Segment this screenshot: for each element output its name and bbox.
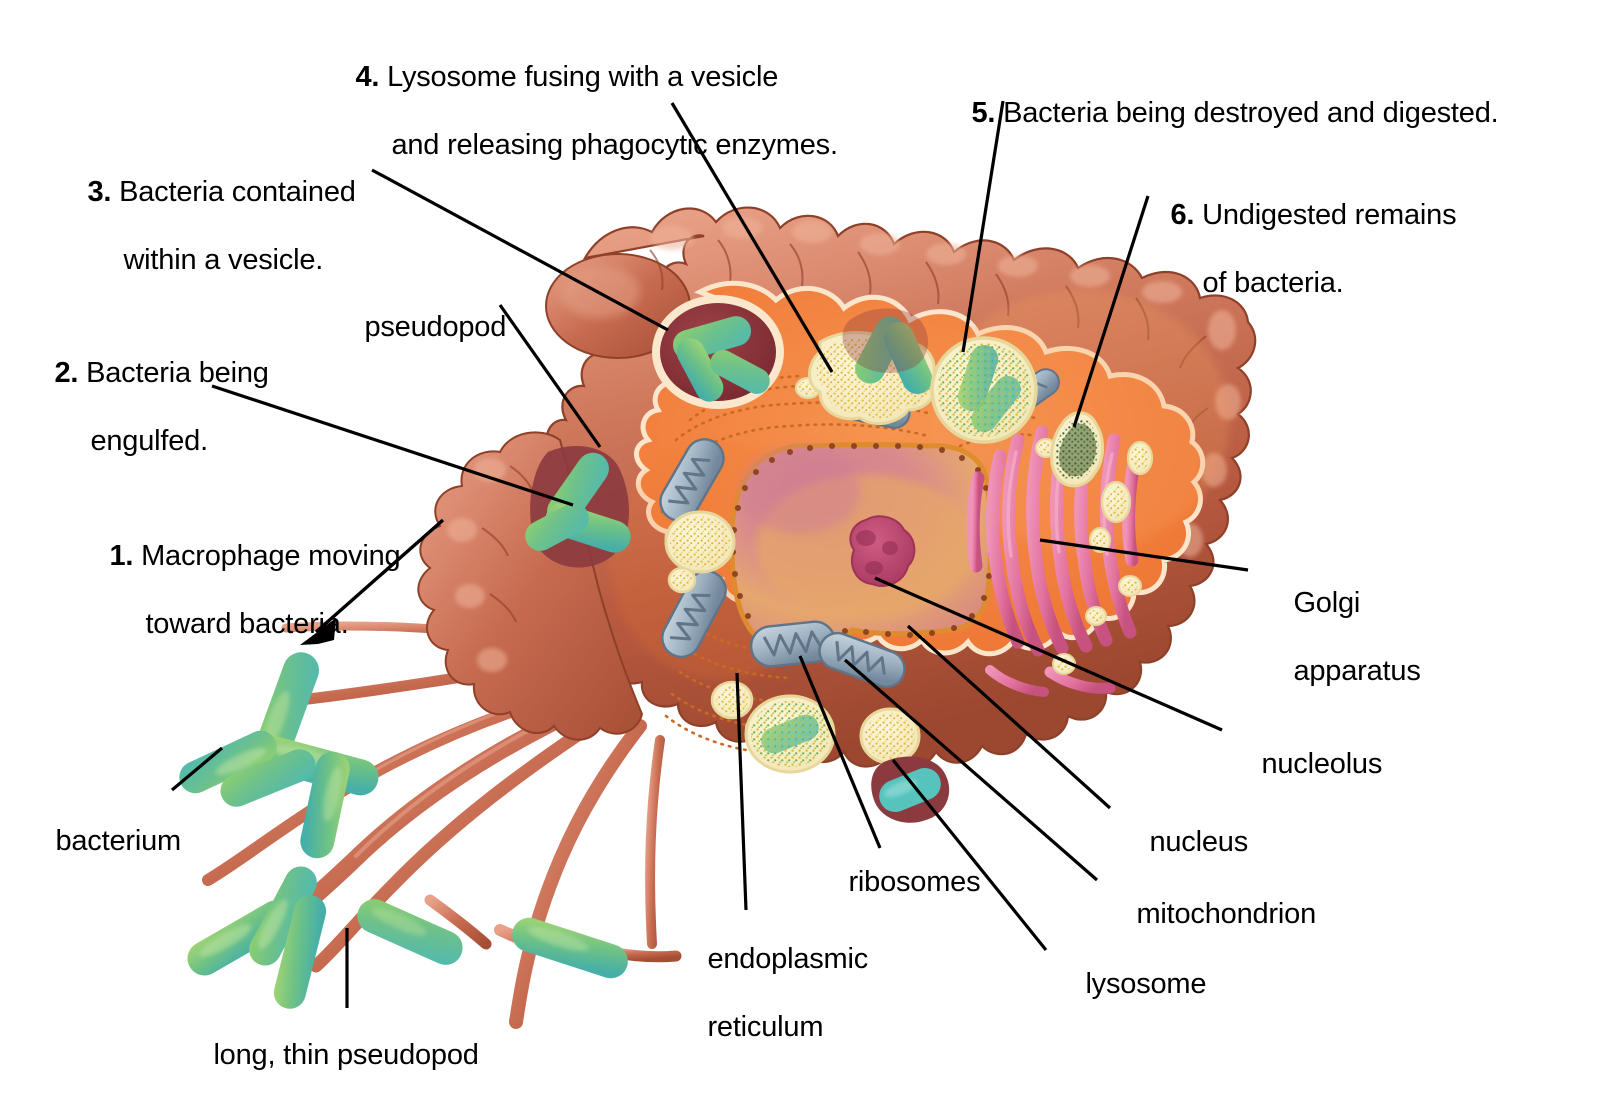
label-5: 5. Bacteria being destroyed and digested… (940, 62, 1499, 164)
pseudopod-text: pseudopod (364, 311, 507, 343)
leader-3 (371, 168, 669, 332)
leader-pseudopod (498, 304, 602, 448)
free-bacteria-cluster-lower (187, 866, 628, 1009)
lysosome (664, 510, 736, 574)
lysosome (1118, 575, 1142, 597)
label-4-line2: and releasing phagocytic enzymes. (391, 129, 838, 161)
leader-nucleus (906, 624, 1112, 810)
ribosomes-text: ribosomes (848, 866, 981, 898)
lysosomes (664, 376, 1154, 765)
label-4-line1: Lysosome fusing with a vesicle (379, 61, 779, 93)
label-2-number: 2. (54, 357, 79, 389)
long-thin-pseudopod-text: long, thin pseudopod (213, 1039, 479, 1071)
nucleus (729, 442, 994, 645)
golgi-line1: Golgi (1293, 587, 1361, 619)
leader-lines (170, 100, 1249, 1008)
leader-bacterium (170, 746, 224, 792)
label-4: 4. Lysosome fusing with a vesicle and re… (324, 26, 838, 196)
leader-4 (670, 102, 834, 373)
bacteria-being-engulfed (525, 446, 631, 568)
label-nucleus: nucleus (1118, 791, 1248, 893)
leader-mitochondrion (843, 658, 1099, 882)
leader-golgi (1039, 538, 1249, 572)
label-pseudopod: pseudopod (333, 276, 506, 378)
lysosome (1085, 606, 1107, 626)
lysosome (1100, 480, 1132, 524)
label-3-line2: within a vesicle. (123, 244, 324, 276)
label-1-line2: toward bacteria. (145, 608, 349, 640)
mitochondrion-text: mitochondrion (1136, 898, 1316, 930)
digesting-vesicle-lower (744, 694, 836, 774)
label-3: 3. Bacteria contained within a vesicle. (56, 141, 356, 311)
label-5-number: 5. (971, 97, 996, 129)
leader-2 (211, 384, 574, 507)
label-5-line1: Bacteria being destroyed and digested. (995, 97, 1499, 129)
golgi-line2: apparatus (1293, 655, 1421, 687)
label-6: 6. Undigested remains of bacteria. (1139, 164, 1456, 334)
label-golgi-apparatus: Golgi apparatus (1262, 552, 1421, 722)
label-1-number: 1. (109, 540, 134, 572)
macrophage-illustration (170, 100, 1257, 1029)
label-lysosome: lysosome (1054, 933, 1206, 1035)
undigested-remains (1050, 411, 1104, 488)
label-mitochondrion: mitochondrion (1105, 863, 1316, 965)
macrophage-diagram: 4. Lysosome fusing with a vesicle and re… (23, 26, 1499, 1071)
label-bacterium: bacterium (24, 790, 181, 892)
label-long-thin-pseudopod: long, thin pseudopod (182, 1004, 479, 1106)
lysosome (1126, 440, 1154, 476)
leader-6 (1072, 195, 1150, 428)
leader-er (735, 672, 748, 911)
free-bacteria-cluster-upper (179, 652, 379, 859)
bacterium-text: bacterium (55, 825, 181, 857)
label-6-number: 6. (1170, 199, 1195, 231)
lysosome (667, 566, 697, 594)
label-6-line1: Undigested remains (1194, 199, 1457, 231)
label-2-line1: Bacteria being (78, 357, 269, 389)
lysosome-labelled (859, 707, 921, 765)
bacteria-being-digested (930, 336, 1038, 444)
label-2: 2. Bacteria being engulfed. (23, 322, 269, 492)
leader-lysosome (891, 758, 1048, 952)
vesicle-with-bacteria (652, 295, 784, 409)
leader-nucleolus (874, 576, 1223, 732)
lysosome-text: lysosome (1085, 968, 1207, 1000)
label-6-line2: of bacteria. (1202, 267, 1344, 299)
label-2-line2: engulfed. (90, 425, 208, 457)
label-1: 1. Macrophage moving toward bacteria. (78, 505, 400, 675)
nucleolus-text: nucleolus (1261, 748, 1383, 780)
label-3-line1: Bacteria contained (111, 176, 356, 208)
lysosome (1089, 527, 1111, 553)
label-ribosomes: ribosomes (817, 831, 980, 933)
leader-ribosomes (798, 655, 882, 849)
leader-1-arrow (300, 518, 445, 645)
label-nucleolus: nucleolus (1230, 713, 1382, 815)
label-endoplasmic-reticulum: endoplasmic reticulum (676, 908, 868, 1078)
er-line1: endoplasmic (707, 943, 869, 975)
lysosome-fusing-with-vesicle (808, 308, 938, 426)
er-line2: reticulum (707, 1011, 824, 1043)
label-3-number: 3. (87, 176, 112, 208)
label-4-number: 4. (355, 61, 380, 93)
leader-5 (961, 100, 1005, 353)
lysosome (710, 680, 754, 720)
nucleus-text: nucleus (1149, 826, 1248, 858)
label-1-line1: Macrophage moving (133, 540, 401, 572)
